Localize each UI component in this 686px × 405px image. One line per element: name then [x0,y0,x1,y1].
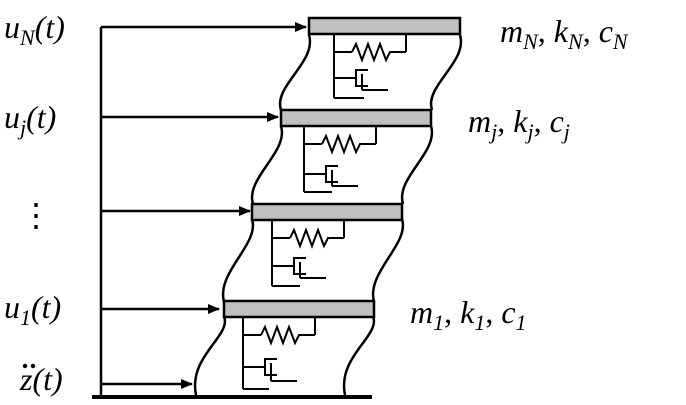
floor-slab-bottom [222,299,376,319]
z-double-dot-right [30,363,36,369]
column-right-storey-1 [342,315,376,396]
column-left-storey-2 [221,218,255,303]
z-double-dot-left [22,363,28,369]
column-right-storey-4 [429,34,463,111]
label-params-1: m1, k1, c1 [410,294,527,335]
column-left-storey-1 [193,315,227,396]
floor-slab-top [307,16,462,36]
label-params-N: mN, kN, cN [500,13,629,54]
spring-damper-storey-1 [242,317,316,390]
label-u-j: uj(t) [4,99,56,140]
column-left-storey-3 [250,125,284,205]
floor-slab-mid [279,108,433,128]
label-ellipsis: ⋮ [20,197,52,233]
column-left-storey-4 [278,34,312,111]
label-u-N: uN(t) [4,9,65,50]
column-right-storey-2 [371,218,405,303]
label-params-j: mj, kj, cj [468,103,570,144]
spring-damper-storey-4 [333,34,407,99]
spring-damper-storey-2 [271,220,345,287]
spring-damper-storey-3 [303,126,377,193]
floor-slab-ellipsis-level [250,202,404,222]
column-right-storey-3 [400,125,434,205]
label-u-1: u1(t) [4,289,61,330]
label-z-ddot: z(t) [19,361,63,397]
